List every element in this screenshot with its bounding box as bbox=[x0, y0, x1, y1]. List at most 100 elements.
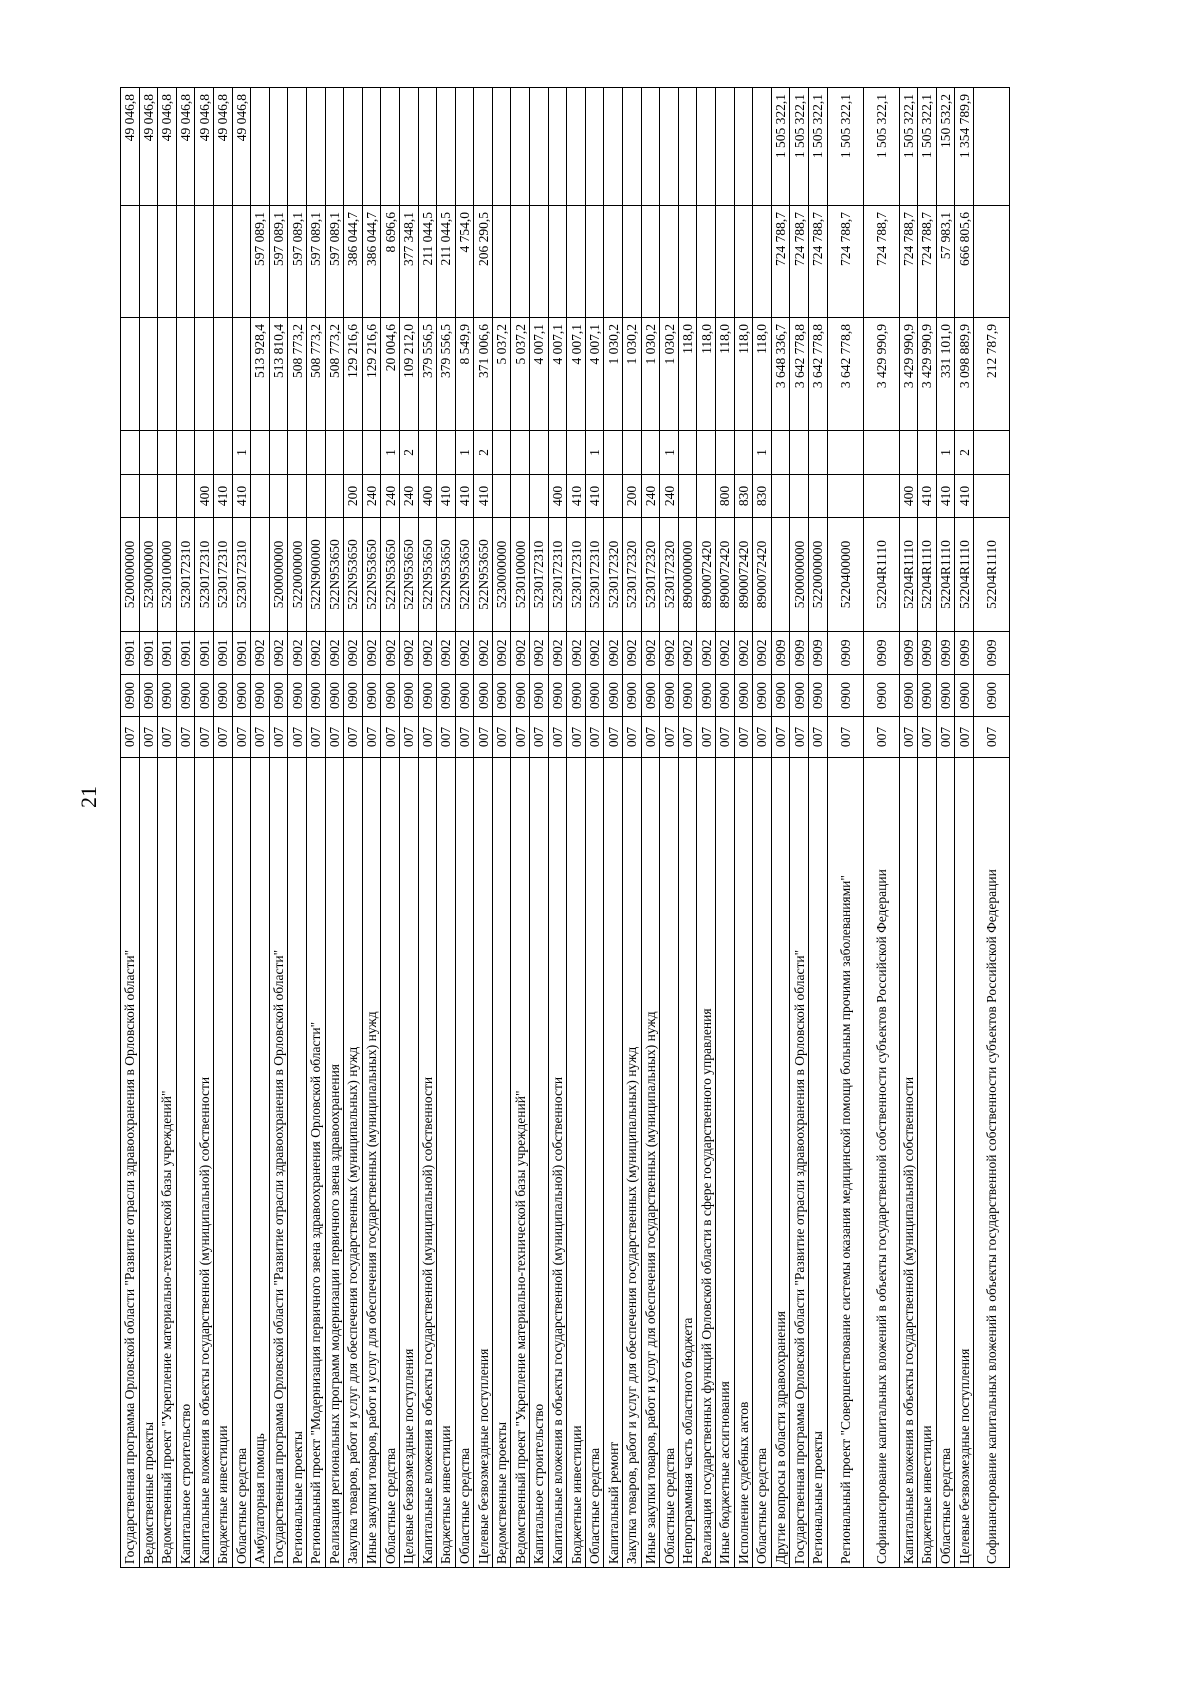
ved-code: 007 bbox=[808, 716, 828, 758]
section-code: 0900 bbox=[566, 674, 586, 717]
amount-year-2: 724 788,7 bbox=[899, 205, 918, 318]
amount-year-3: 1 505 322,1 bbox=[789, 87, 809, 206]
row-name: Софинансирование капитальных вложений в … bbox=[863, 757, 900, 1568]
ved-code: 007 bbox=[399, 716, 418, 758]
table-row: Капитальные вложения в объекты государст… bbox=[548, 87, 567, 1568]
ved-code: 007 bbox=[194, 716, 214, 758]
expense-type-code: 410 bbox=[566, 474, 586, 518]
subsection-code: 0902 bbox=[734, 631, 753, 675]
expense-type-code bbox=[250, 474, 270, 518]
ved-code: 007 bbox=[566, 716, 586, 758]
section-code: 0900 bbox=[492, 674, 511, 717]
section-code: 0900 bbox=[808, 674, 828, 717]
section-code: 0900 bbox=[473, 674, 493, 717]
ved-code: 007 bbox=[455, 716, 474, 758]
subsection-code: 0902 bbox=[641, 631, 660, 675]
amount-year-1: 3 642 778,8 bbox=[827, 317, 864, 431]
subsection-code: 0901 bbox=[157, 631, 177, 675]
target-article-code: 5230172310 bbox=[585, 517, 604, 632]
funding-source-code bbox=[917, 430, 937, 475]
amount-year-3 bbox=[473, 87, 493, 206]
expense-type-code: 240 bbox=[362, 474, 381, 518]
amount-year-3: 49 046,8 bbox=[157, 87, 177, 206]
table-row: Государственная программа Орловской обла… bbox=[789, 87, 809, 1568]
ved-code: 007 bbox=[325, 716, 344, 758]
amount-year-1: 5 037,2 bbox=[510, 317, 530, 431]
ved-code: 007 bbox=[917, 716, 937, 758]
funding-source-code bbox=[325, 430, 344, 475]
amount-year-3 bbox=[362, 87, 381, 206]
target-article-code: 5230172310 bbox=[176, 517, 195, 632]
section-code: 0900 bbox=[176, 674, 195, 717]
subsection-code: 0901 bbox=[232, 631, 251, 675]
section-code: 0900 bbox=[678, 674, 697, 717]
amount-year-3: 49 046,8 bbox=[194, 87, 214, 206]
table-row: Ведомственный проект "Укрепление материа… bbox=[510, 87, 530, 1568]
amount-year-1: 3 642 778,8 bbox=[808, 317, 828, 431]
subsection-code: 0902 bbox=[566, 631, 586, 675]
subsection-code: 0909 bbox=[936, 631, 955, 675]
ved-code: 007 bbox=[585, 716, 604, 758]
ved-code: 007 bbox=[715, 716, 735, 758]
section-code: 0900 bbox=[418, 674, 437, 717]
subsection-code: 0909 bbox=[771, 631, 790, 675]
amount-year-1: 508 773,2 bbox=[306, 317, 326, 431]
section-code: 0900 bbox=[899, 674, 918, 717]
amount-year-1: 513 928,4 bbox=[250, 317, 270, 431]
amount-year-2: 597 089,1 bbox=[250, 205, 270, 318]
ved-code: 007 bbox=[213, 716, 233, 758]
target-article-code bbox=[250, 517, 270, 632]
row-name: Закупка товаров, работ и услуг для обесп… bbox=[343, 757, 363, 1568]
amount-year-3 bbox=[752, 87, 772, 206]
expense-type-code bbox=[269, 474, 288, 518]
target-article-code: 5200000000 bbox=[269, 517, 288, 632]
row-name: Ведомственные проекты bbox=[492, 757, 511, 1568]
section-code: 0900 bbox=[362, 674, 381, 717]
subsection-code: 0902 bbox=[399, 631, 418, 675]
section-code: 0900 bbox=[287, 674, 307, 717]
amount-year-2: 4 754,0 bbox=[455, 205, 474, 318]
expense-type-code: 240 bbox=[380, 474, 400, 518]
expense-type-code: 410 bbox=[917, 474, 937, 518]
row-name: Целевые безвозмездные поступления bbox=[399, 757, 418, 1568]
funding-source-code bbox=[343, 430, 363, 475]
amount-year-1: 513 810,4 bbox=[269, 317, 288, 431]
amount-year-3 bbox=[622, 87, 642, 206]
expense-type-code bbox=[287, 474, 307, 518]
amount-year-3: 1 505 322,1 bbox=[771, 87, 790, 206]
ved-code: 007 bbox=[936, 716, 955, 758]
ved-code: 007 bbox=[250, 716, 270, 758]
funding-source-code: 1 bbox=[232, 430, 251, 475]
expense-type-code: 830 bbox=[734, 474, 753, 518]
amount-year-1: 20 004,6 bbox=[380, 317, 400, 431]
row-name: Областные средства bbox=[659, 757, 679, 1568]
amount-year-3: 1 505 322,1 bbox=[827, 87, 864, 206]
expense-type-code bbox=[808, 474, 828, 518]
funding-source-code bbox=[771, 430, 790, 475]
ved-code: 007 bbox=[659, 716, 679, 758]
expense-type-code: 200 bbox=[343, 474, 363, 518]
amount-year-2 bbox=[659, 205, 679, 318]
amount-year-1: 118,0 bbox=[696, 317, 716, 431]
amount-year-2: 724 788,7 bbox=[789, 205, 809, 318]
funding-source-code bbox=[139, 430, 158, 475]
expense-type-code bbox=[696, 474, 716, 518]
amount-year-1: 212 787,9 bbox=[973, 317, 1010, 431]
funding-source-code: 1 bbox=[936, 430, 955, 475]
ved-code: 007 bbox=[641, 716, 660, 758]
funding-source-code bbox=[715, 430, 735, 475]
target-article-code: 522N953650 bbox=[380, 517, 400, 632]
amount-year-2: 724 788,7 bbox=[808, 205, 828, 318]
amount-year-3 bbox=[455, 87, 474, 206]
amount-year-3 bbox=[325, 87, 344, 206]
expense-type-code bbox=[325, 474, 344, 518]
amount-year-3 bbox=[585, 87, 604, 206]
funding-source-code bbox=[250, 430, 270, 475]
target-article-code: 8900072420 bbox=[734, 517, 753, 632]
amount-year-1: 1 030,2 bbox=[659, 317, 679, 431]
